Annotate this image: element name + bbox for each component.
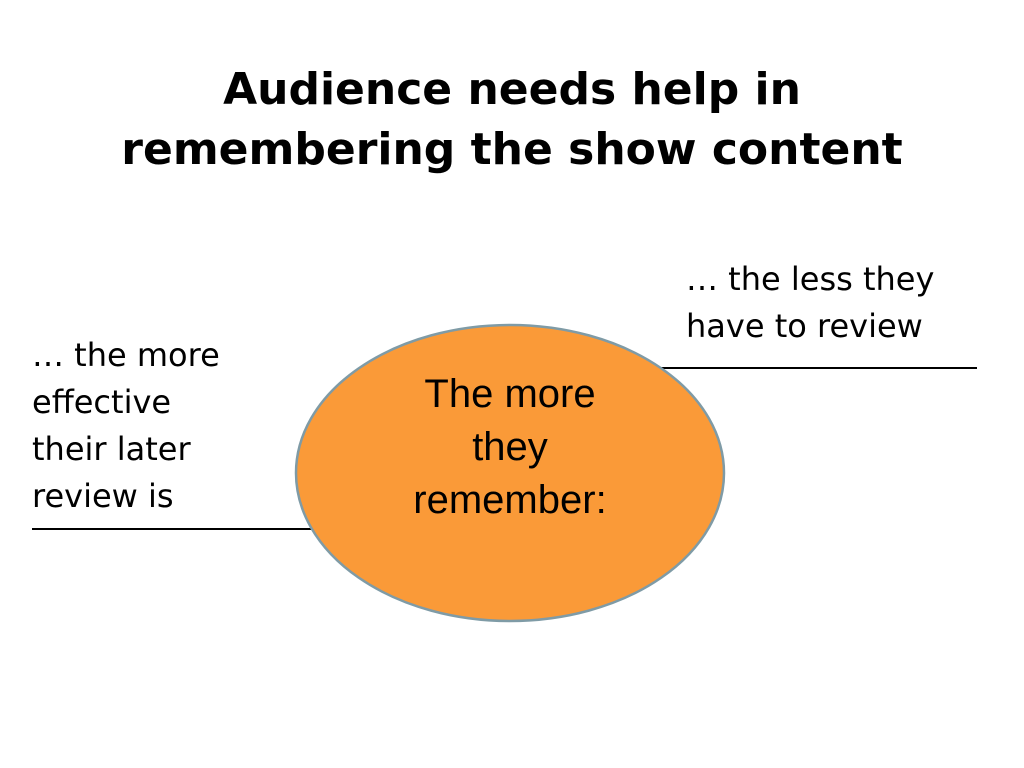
right-line-2: have to review (686, 307, 923, 345)
center-ellipse-shape (294, 323, 726, 623)
center-line-1: The more (424, 372, 596, 416)
left-line-3: their later (32, 430, 191, 468)
center-ellipse (294, 323, 726, 623)
left-line-1: … the more (32, 336, 220, 374)
right-line-1: … the less they (686, 260, 935, 298)
left-underline (32, 528, 349, 530)
left-line-4: review is (32, 477, 174, 515)
center-line-3: remember: (413, 478, 607, 522)
right-statement: … the less they have to review (686, 256, 1016, 350)
center-label: The more they remember: (360, 368, 660, 527)
slide-title: Audience needs help in remembering the s… (0, 60, 1024, 180)
right-underline (622, 367, 977, 369)
title-line-2: remembering the show content (121, 124, 903, 175)
left-line-2: effective (32, 383, 172, 421)
left-statement: … the more effective their later review … (32, 332, 332, 520)
center-line-2: they (472, 425, 548, 469)
title-line-1: Audience needs help in (223, 64, 801, 115)
